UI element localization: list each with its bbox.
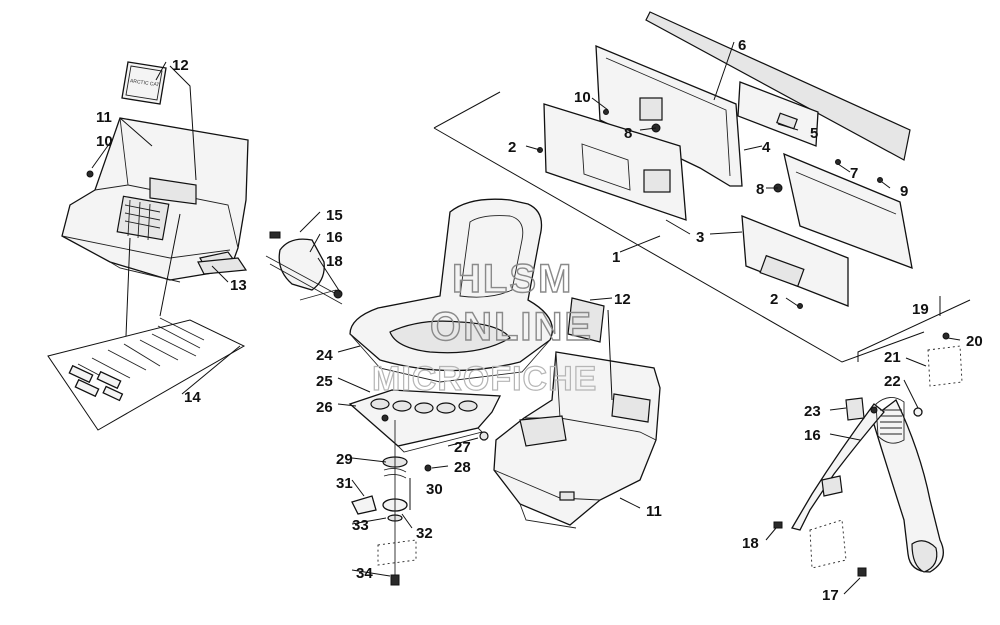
callout-15: 15 [326, 207, 343, 224]
callout-1: 1 [612, 249, 620, 266]
callout-8a: 8 [624, 125, 632, 142]
callout-26: 26 [316, 399, 333, 416]
watermark-line-2: ONLINE [430, 305, 593, 349]
callout-17: 17 [822, 587, 839, 604]
emblem-text: ARCTIC CAT [130, 78, 160, 88]
callout-10: 10 [96, 133, 113, 150]
callout-11: 11 [96, 109, 112, 126]
callout-9: 9 [900, 183, 908, 200]
watermark-line-3: MICROFICHE [372, 360, 597, 398]
callout-29: 29 [336, 451, 353, 468]
callout-7: 7 [850, 165, 858, 182]
part-13-shape [197, 257, 248, 275]
callout-14: 14 [184, 389, 201, 406]
callout-30: 30 [426, 481, 443, 498]
callout-13: 13 [230, 277, 247, 294]
watermark-line-1: HLSM [452, 257, 573, 301]
callout-12: 12 [172, 57, 189, 74]
callout-19: 19 [912, 301, 929, 318]
callout-2a: 2 [508, 139, 516, 156]
leader-lines [91, 41, 961, 595]
emblem-badge-left: ARCTIC CAT [121, 61, 167, 105]
callout-33: 33 [352, 517, 369, 534]
seat-cushion-24 [349, 198, 554, 383]
callout-12b: 12 [614, 291, 631, 308]
callout-27: 27 [454, 439, 471, 456]
seat-belt-assembly [773, 296, 971, 577]
headrest-16 [265, 231, 343, 305]
callout-23: 23 [804, 403, 821, 420]
emblem-badge-right [567, 297, 605, 343]
callout-10b: 10 [574, 89, 591, 106]
callout-16b: 16 [804, 427, 821, 444]
callout-32: 32 [416, 525, 433, 542]
callout-18: 18 [326, 253, 343, 270]
watermark: HLSM ONLINE MICROFICHE [371, 256, 597, 398]
callout-labels: 12 11 10 13 14 15 16 18 24 25 26 27 28 2… [96, 37, 983, 604]
callout-4: 4 [762, 139, 771, 156]
callout-8b: 8 [756, 181, 764, 198]
callout-34: 34 [356, 565, 373, 582]
callout-28: 28 [454, 459, 471, 476]
callout-5: 5 [810, 125, 818, 142]
tool-kit-14 [47, 317, 246, 431]
callout-3: 3 [696, 229, 704, 246]
callout-16: 16 [326, 229, 343, 246]
callout-2b: 2 [770, 291, 778, 308]
callout-25: 25 [316, 373, 333, 390]
seat-base-right [493, 351, 661, 529]
callout-21: 21 [884, 349, 901, 366]
latch-assembly [351, 414, 489, 586]
seat-pan-26 [348, 389, 502, 453]
rear-panel-assembly [433, 11, 925, 363]
callout-24: 24 [316, 347, 333, 364]
callout-20: 20 [966, 333, 983, 350]
callout-22: 22 [884, 373, 901, 390]
callout-18b: 18 [742, 535, 759, 552]
callout-11b: 11 [646, 503, 662, 520]
callout-6: 6 [738, 37, 746, 54]
seat-base-left [61, 117, 249, 283]
callout-31: 31 [336, 475, 353, 492]
